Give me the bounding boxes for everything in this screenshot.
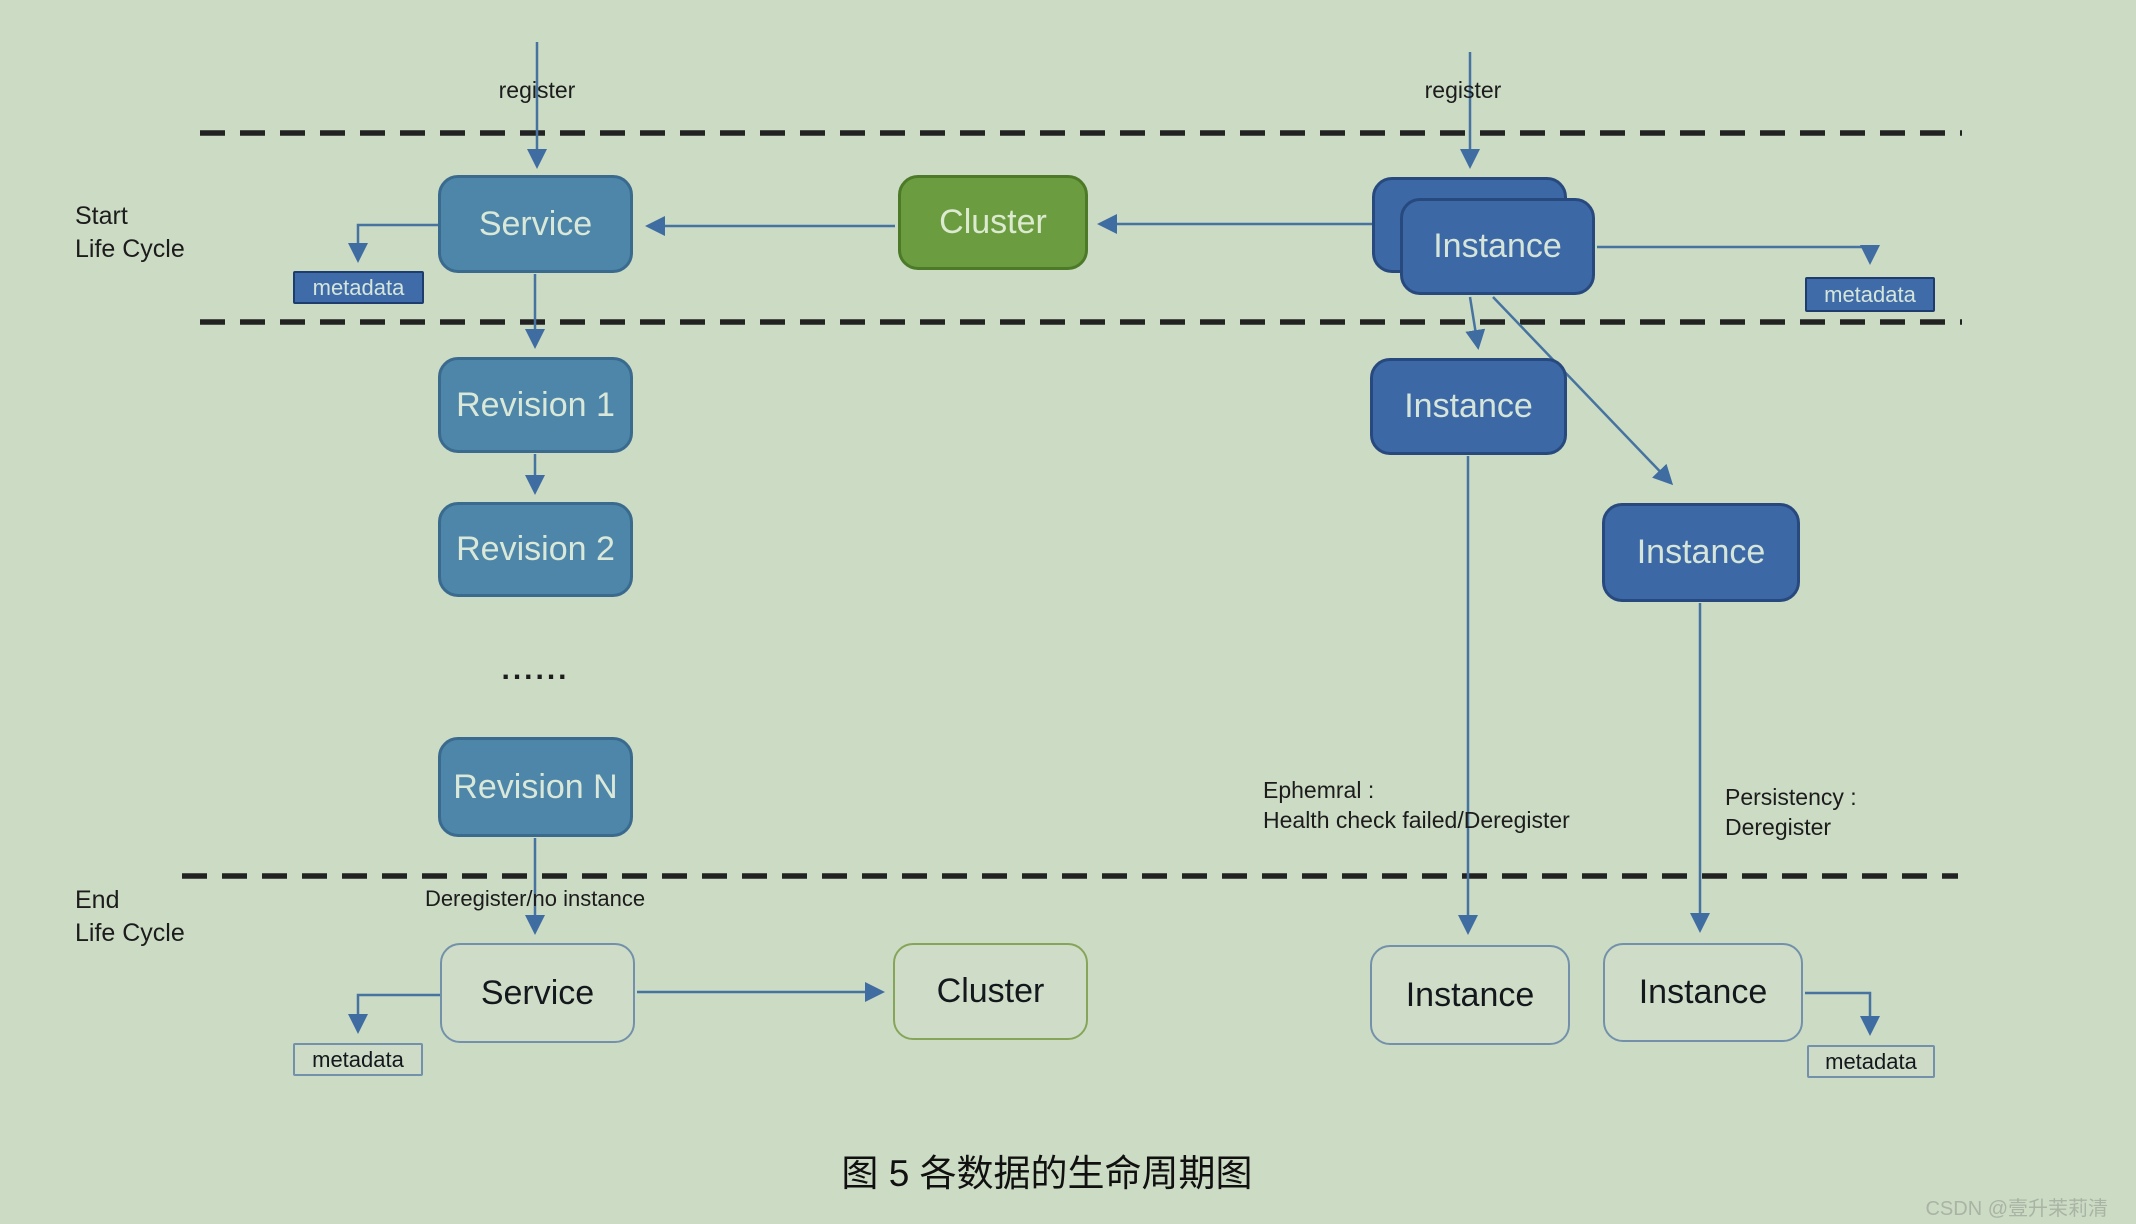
start-zone-label: Start Life Cycle <box>75 200 185 266</box>
register-right-label: register <box>1424 77 1502 103</box>
revision-ellipsis: ...... <box>501 653 570 686</box>
persistency-note-line1: Persistency : <box>1725 784 1857 810</box>
metadata-top-left-label: metadata <box>312 274 405 300</box>
arrow-instance-to-instance-mid <box>1465 296 1486 350</box>
metadata-bottom-right-box: metadata <box>1807 1045 1935 1078</box>
deregister-no-instance-label: Deregister/no instance <box>424 886 646 911</box>
instance-bottom-2-box: Instance <box>1603 943 1803 1042</box>
instance-right-label: Instance <box>1636 533 1766 571</box>
cluster-top-box: Cluster <box>898 175 1088 270</box>
persistency-note: Persistency : Deregister <box>1725 782 1857 842</box>
service-bottom-box: Service <box>440 943 635 1043</box>
ephemeral-note-line2: Health check failed/Deregister <box>1263 807 1570 833</box>
revision-2-label: Revision 2 <box>456 530 615 568</box>
cluster-bottom-label: Cluster <box>936 972 1045 1010</box>
metadata-bottom-left-label: metadata <box>312 1046 404 1072</box>
service-top-box: Service <box>438 175 633 273</box>
figure-caption: 图 5 各数据的生命周期图 <box>841 1153 1253 1194</box>
arrow-service-to-metadata-left <box>348 223 438 263</box>
metadata-bottom-left-box: metadata <box>293 1043 423 1076</box>
metadata-bottom-right-label: metadata <box>1825 1048 1917 1074</box>
revision-1-box: Revision 1 <box>438 357 633 453</box>
instance-bottom-2-label: Instance <box>1638 973 1768 1011</box>
start-zone-line2: Life Cycle <box>75 235 185 263</box>
instance-top-front-box: Instance <box>1400 198 1595 295</box>
start-zone-line1: Start <box>75 202 128 230</box>
persistency-note-line2: Deregister <box>1725 814 1832 840</box>
arrow-instance-to-instance-right <box>1492 296 1674 486</box>
arrow-instance-to-metadata-right <box>1597 245 1880 265</box>
instance-bottom-1-label: Instance <box>1405 975 1535 1014</box>
revision-n-box: Revision N <box>438 737 633 837</box>
service-top-label: Service <box>478 204 593 243</box>
instance-mid-box: Instance <box>1370 358 1567 455</box>
instance-top-label: Instance <box>1433 227 1562 265</box>
arrow-instance-bottom2-to-metadata <box>1805 991 1880 1036</box>
register-left-label: register <box>498 77 576 103</box>
end-zone-line1: End <box>75 886 120 914</box>
metadata-top-right-label: metadata <box>1824 281 1916 307</box>
ephemeral-note: Ephemral : Health check failed/Deregiste… <box>1263 775 1570 835</box>
metadata-top-right-box: metadata <box>1805 277 1935 312</box>
instance-right-box: Instance <box>1602 503 1800 602</box>
revision-1-label: Revision 1 <box>456 385 615 424</box>
end-zone-line2: Life Cycle <box>75 919 185 947</box>
end-zone-label: End Life Cycle <box>75 884 185 950</box>
arrow-service-bottom-to-metadata <box>348 993 440 1034</box>
instance-bottom-1-box: Instance <box>1370 945 1570 1045</box>
revision-n-label: Revision N <box>453 767 618 806</box>
watermark: CSDN @壹升茉莉清 <box>1925 1198 2108 1220</box>
instance-mid-label: Instance <box>1404 387 1533 425</box>
cluster-top-label: Cluster <box>939 203 1047 241</box>
metadata-top-left-box: metadata <box>293 271 424 304</box>
cluster-bottom-box: Cluster <box>893 943 1088 1040</box>
revision-2-box: Revision 2 <box>438 502 633 597</box>
ephemeral-note-line1: Ephemral : <box>1263 777 1375 803</box>
service-bottom-label: Service <box>480 973 595 1012</box>
